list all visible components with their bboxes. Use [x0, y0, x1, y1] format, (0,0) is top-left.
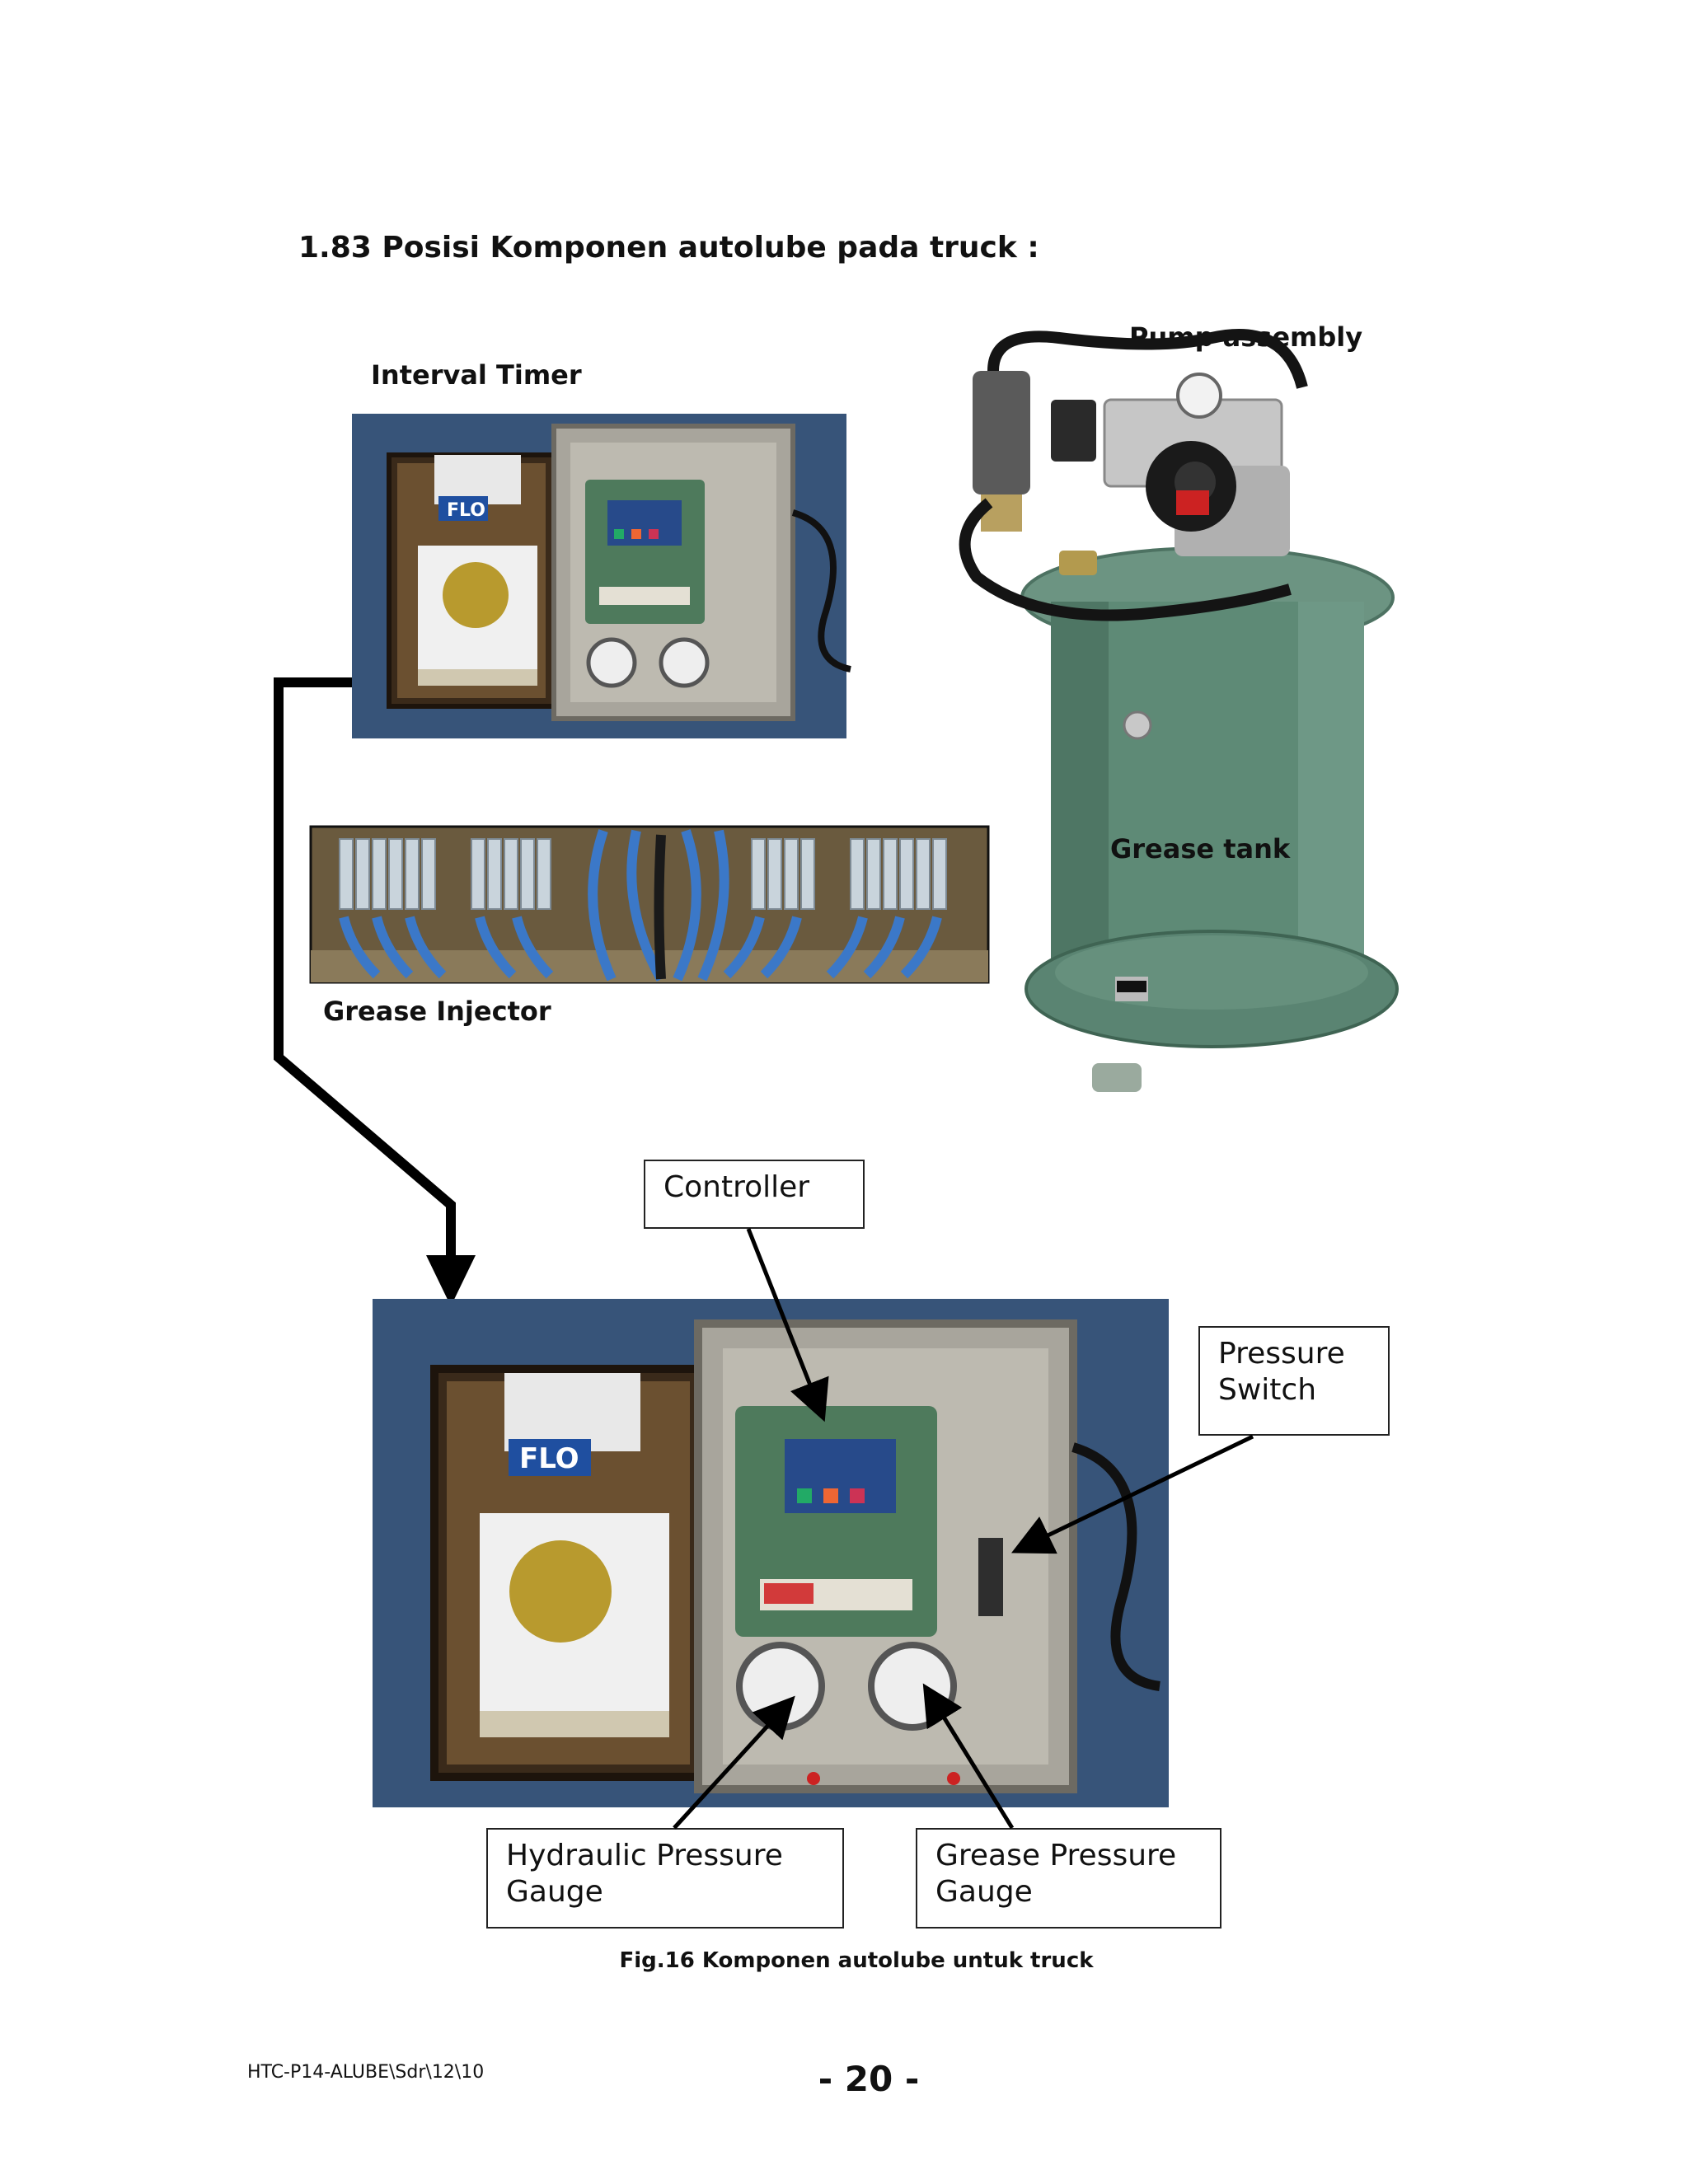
- interval-timer-label: Interval Timer: [371, 359, 582, 391]
- hydraulic-gauge-callout: Hydraulic Pressure Gauge: [486, 1828, 844, 1929]
- interval-timer-photo: FLO: [352, 414, 851, 738]
- hydraulic-gauge-label: Hydraulic Pressure Gauge: [506, 1839, 783, 1909]
- document-code: HTC-P14-ALUBE\Sdr\12\10: [247, 2062, 485, 2083]
- pump-grease-tank-photo: [959, 329, 1399, 1092]
- grease-gauge-label: Grease Pressure Gauge: [935, 1839, 1177, 1909]
- grease-injector-photo: [309, 825, 990, 984]
- controller-callout: Controller: [644, 1160, 865, 1229]
- section-heading: 1.83 Posisi Komponen autolube pada truck…: [298, 231, 1039, 265]
- page-number: - 20 -: [818, 2059, 920, 2099]
- grease-tank-label: Grease tank: [1110, 833, 1291, 865]
- grease-injector-label: Grease Injector: [323, 996, 551, 1027]
- pressure-switch-label: Pressure Switch: [1218, 1337, 1345, 1407]
- figure-caption: Fig.16 Komponen autolube untuk truck: [619, 1948, 1094, 1973]
- interval-timer-photo-large: FLO: [373, 1299, 1169, 1807]
- grease-gauge-callout: Grease Pressure Gauge: [916, 1828, 1221, 1929]
- pressure-switch-callout: Pressure Switch: [1198, 1326, 1390, 1436]
- flo-logo-small: FLO: [447, 500, 485, 521]
- flo-logo-large: FLO: [519, 1442, 579, 1475]
- controller-label: Controller: [663, 1170, 810, 1204]
